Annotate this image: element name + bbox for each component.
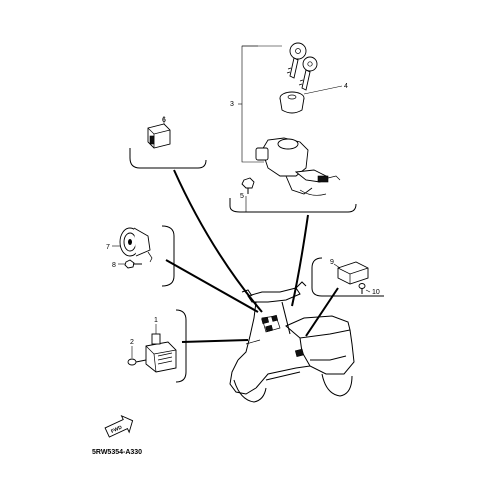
callout-5: 5 bbox=[240, 193, 244, 200]
group-panels bbox=[129, 148, 384, 383]
bolt-icon bbox=[124, 259, 142, 269]
callout-7: 7 bbox=[106, 244, 110, 251]
callout-labels: 1 2 3 4 5 6 7 8 9 10 bbox=[106, 83, 380, 346]
callout-9: 9 bbox=[330, 259, 334, 266]
lock-cylinder bbox=[279, 91, 305, 114]
callout-2: 2 bbox=[130, 339, 134, 346]
callout-8: 8 bbox=[112, 262, 116, 269]
regulator-part bbox=[145, 333, 177, 373]
relay-part bbox=[337, 261, 369, 285]
fwd-arrow-icon: FWD bbox=[104, 415, 134, 438]
screw-icon bbox=[127, 358, 147, 366]
callout-4: 4 bbox=[344, 83, 348, 90]
diagram-code: 5RW5354-A330 bbox=[92, 449, 142, 456]
key-icon bbox=[286, 42, 307, 79]
scooter-outline bbox=[229, 281, 355, 403]
callout-1: 1 bbox=[154, 317, 158, 324]
screw-icon bbox=[241, 177, 255, 194]
screw-icon bbox=[358, 283, 366, 294]
horn-part bbox=[119, 227, 153, 263]
relay-part bbox=[147, 123, 171, 149]
key-icon bbox=[298, 56, 318, 91]
ignition-switch-assembly bbox=[238, 42, 343, 212]
ignition-switch-body bbox=[255, 137, 341, 196]
callout-10: 10 bbox=[372, 289, 380, 296]
connection-lines bbox=[165, 169, 339, 343]
callout-6: 6 bbox=[162, 117, 166, 124]
fwd-label: FWD bbox=[110, 424, 123, 434]
callout-3: 3 bbox=[230, 101, 234, 108]
